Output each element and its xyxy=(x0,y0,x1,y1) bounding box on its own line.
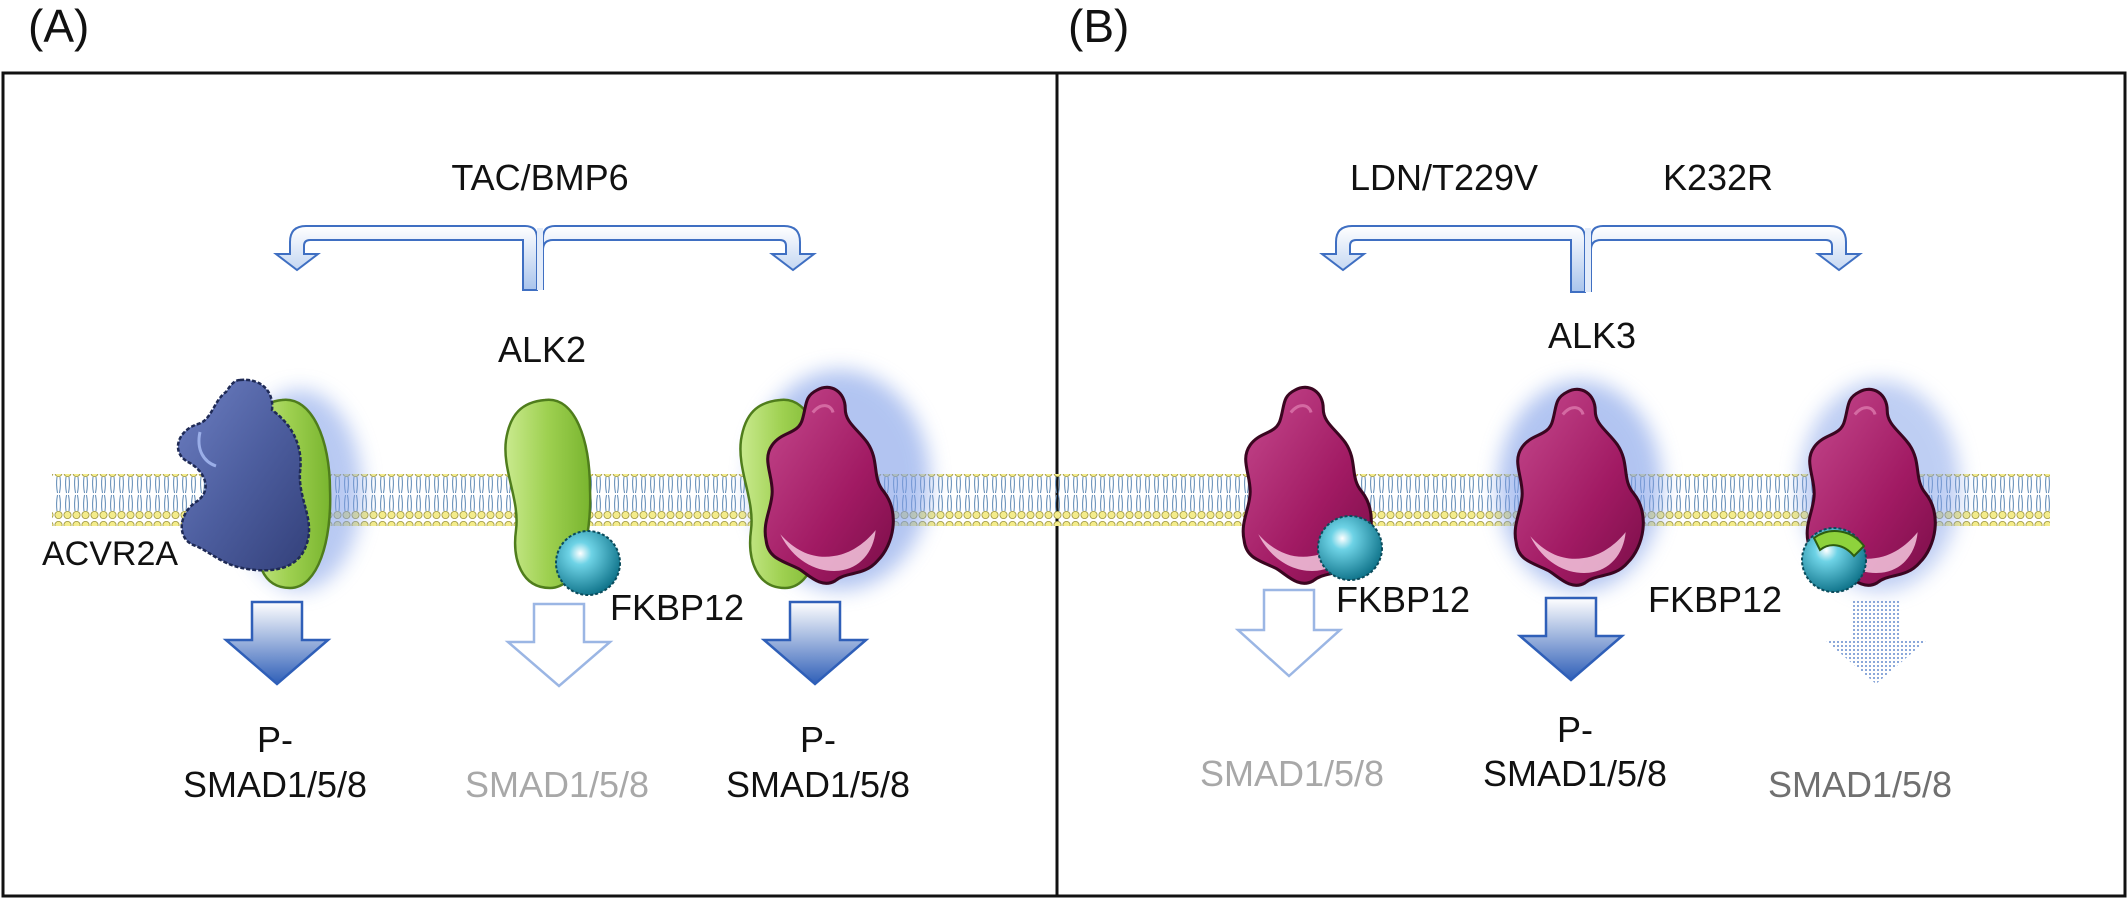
output-a-mid-smad: SMAD1/5/8 xyxy=(465,764,649,805)
signal-arrow-b-left xyxy=(1234,588,1344,678)
output-b-left-smad: SMAD1/5/8 xyxy=(1200,753,1384,794)
receptor-label-alk2: ALK2 xyxy=(498,329,586,370)
alk2-fkbp12-complex xyxy=(504,398,621,596)
output-a-right-p: P- xyxy=(800,719,836,760)
signal-arrow-b-mid xyxy=(1516,596,1626,682)
signal-arrow-a-left xyxy=(222,600,332,686)
acvr2a-alk2-complex xyxy=(176,378,362,590)
fkbp12-label-b-right: FKBP12 xyxy=(1648,579,1782,620)
alk3-active-complex xyxy=(1498,381,1662,591)
bracket-arrow-b xyxy=(1319,225,1863,293)
panel-a-letter: (A) xyxy=(28,0,89,52)
receptor-label-alk3: ALK3 xyxy=(1548,315,1636,356)
output-b-mid-p: P- xyxy=(1557,709,1593,750)
fkbp12-label-b-left: FKBP12 xyxy=(1336,579,1470,620)
signal-arrow-b-right xyxy=(1825,600,1927,684)
mutation-site xyxy=(1812,530,1866,558)
output-a-left-smad: SMAD1/5/8 xyxy=(183,764,367,805)
ligand-label-ldn-t229v: LDN/T229V xyxy=(1350,157,1538,198)
alk2-alk3-complex xyxy=(739,370,930,590)
bracket-arrow-a xyxy=(273,225,817,291)
acvr2a-receptor xyxy=(176,378,311,572)
signal-arrow-a-mid xyxy=(504,602,614,688)
cell-membrane xyxy=(52,474,2050,526)
alk3-fkbp12-complex-left xyxy=(1241,385,1383,585)
signal-arrow-a-right xyxy=(760,600,870,686)
alk3-fkbp12-complex-right xyxy=(1800,381,1960,593)
type2-label-acvr2a: ACVR2A xyxy=(42,535,178,573)
output-b-mid-smad: SMAD1/5/8 xyxy=(1483,753,1667,794)
ligand-label-tac-bmp6: TAC/BMP6 xyxy=(451,157,628,198)
fkbp12-label-a: FKBP12 xyxy=(610,587,744,628)
fkbp12-ball xyxy=(1317,515,1383,581)
output-a-right-smad: SMAD1/5/8 xyxy=(726,764,910,805)
output-b-right-smad: SMAD1/5/8 xyxy=(1768,764,1952,805)
panel-b-letter: (B) xyxy=(1068,0,1129,52)
fkbp12-ball xyxy=(555,530,621,596)
ligand-label-k232r: K232R xyxy=(1663,157,1773,198)
output-a-left-p: P- xyxy=(257,719,293,760)
